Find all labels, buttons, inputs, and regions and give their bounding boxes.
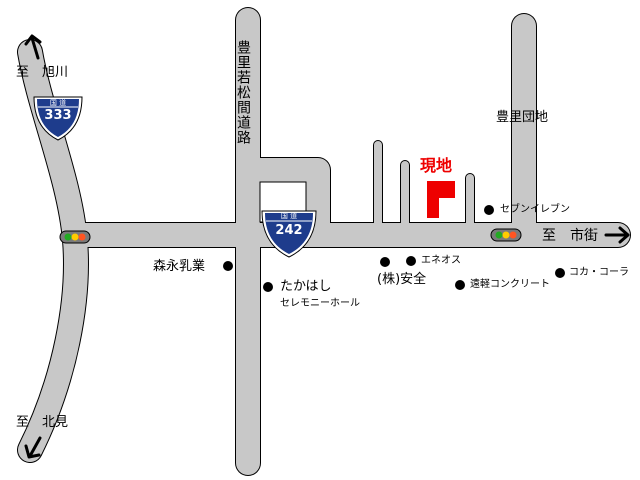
traffic-light-icon: [490, 228, 522, 242]
direction-city: 至 市街: [542, 228, 598, 244]
route-333-number: 333: [44, 108, 72, 123]
landmark-ceremony-hall: セレモニーホール: [280, 298, 360, 309]
arrow-up-icon: [24, 34, 42, 60]
route-242-header: 国 道: [280, 212, 298, 220]
arrow-down-icon: [24, 436, 42, 459]
route-shield-icon: [261, 210, 317, 258]
landmark-toyosato-danchi: 豊里団地: [496, 110, 549, 125]
landmark-morinaga: 森永乳業: [153, 259, 206, 274]
site-label: 現地: [420, 156, 453, 175]
route-shield-icon: [33, 96, 83, 141]
direction-asahikawa: 至 旭川: [16, 65, 69, 80]
landmark-eneos: エネオス: [421, 255, 461, 266]
street-toyosato-wakamatsu: 豊里若松間道路: [235, 40, 251, 145]
route-333-header: 国 道: [49, 99, 67, 107]
route-242-number: 242: [275, 223, 303, 238]
location-dot-icon: [223, 261, 233, 271]
landmark-cocacola: コカ・コーラ: [569, 267, 629, 278]
site-marker-icon: [427, 181, 455, 218]
location-dot-icon: [455, 280, 465, 290]
landmark-takahashi: たかはし: [280, 279, 332, 294]
roads: [17, 7, 631, 476]
location-dots: [223, 205, 565, 292]
traffic-light-icon: [59, 230, 91, 244]
landmark-enkei-concrete: 遠軽コンクリート: [470, 279, 550, 290]
landmark-seven-eleven: セブンイレブン: [500, 204, 570, 215]
arrow-right-icon: [604, 226, 630, 244]
location-dot-icon: [406, 256, 416, 266]
location-dot-icon: [555, 268, 565, 278]
direction-kitami: 至 北見: [16, 415, 69, 430]
location-dot-icon: [263, 282, 273, 292]
location-dot-icon: [380, 257, 390, 267]
landmark-anzen: (株)安全: [377, 272, 427, 287]
location-dot-icon: [484, 205, 494, 215]
